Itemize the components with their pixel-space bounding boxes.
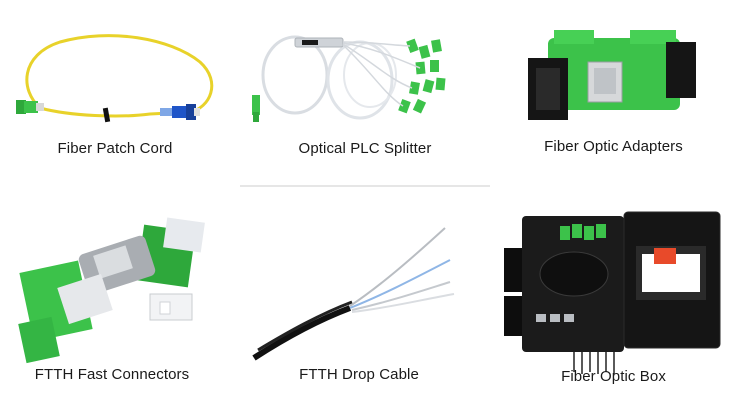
product-caption[interactable]: Fiber Optic Adapters [544, 138, 683, 155]
product-card-ftth-drop-cable[interactable]: FTTH Drop Cable [240, 190, 490, 404]
product-caption[interactable]: FTTH Fast Connectors [34, 366, 190, 383]
product-card-optical-plc-splitter[interactable]: Optical PLC Splitter [240, 0, 490, 187]
ftth-drop-cable-image [252, 227, 455, 361]
product-caption[interactable]: Fiber Patch Cord [57, 140, 173, 157]
product-caption[interactable]: Optical PLC Splitter [298, 140, 432, 157]
product-card-fiber-optic-adapters[interactable]: Fiber Optic Adapters [490, 0, 743, 190]
optical-plc-splitter-image [240, 0, 490, 187]
fiber-optic-adapters-image [528, 30, 696, 120]
fiber-optic-box-image [504, 211, 721, 374]
fiber-patch-cord-image [16, 34, 214, 123]
product-caption[interactable]: FTTH Drop Cable [299, 366, 419, 383]
ftth-fast-connectors-image [18, 217, 205, 364]
product-card-ftth-fast-connectors[interactable]: FTTH Fast Connectors [0, 190, 240, 404]
product-caption[interactable]: Fiber Optic Box [561, 368, 666, 385]
product-card-fiber-optic-box[interactable]: Fiber Optic Box [490, 190, 743, 404]
product-card-fiber-patch-cord[interactable]: Fiber Patch Cord [0, 0, 240, 180]
